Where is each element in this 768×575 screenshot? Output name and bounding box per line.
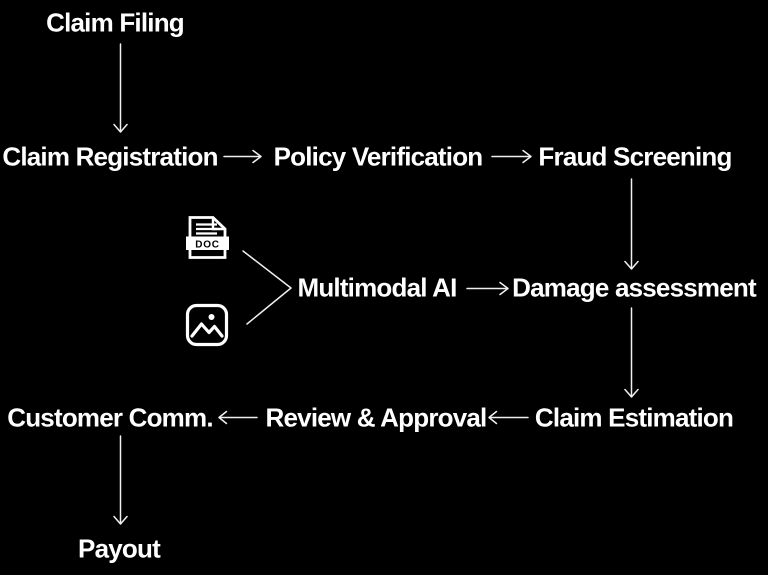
doc-badge (186, 236, 229, 250)
doc-file-icon: DOC (186, 216, 229, 259)
arrow-claim-filing-to-claim-registration (113, 43, 128, 133)
doc-badge-label: DOC (195, 239, 220, 250)
node-claim-filing: Claim Filing (46, 7, 185, 38)
arrow-review-approval-to-customer-comm (218, 410, 258, 425)
image-icon (185, 303, 229, 347)
arrow-fraud-screening-to-damage-assessment (624, 178, 639, 270)
arrow-multimodal-ai-to-damage-assessment (466, 281, 509, 296)
arrow-policy-verification-to-fraud-screening (491, 149, 532, 164)
node-customer-comm: Customer Comm. (7, 402, 213, 433)
merge-lines-inputs-to-multimodal-ai (242, 250, 292, 325)
arrow-damage-assessment-to-claim-estimation (624, 307, 639, 398)
arrow-claim-registration-to-policy-verification (223, 149, 262, 164)
node-damage-assessment: Damage assessment (512, 272, 756, 303)
node-fraud-screening: Fraud Screening (538, 141, 732, 172)
node-payout: Payout (78, 533, 161, 564)
arrow-customer-comm-to-payout (113, 435, 128, 525)
node-claim-estimation: Claim Estimation (534, 402, 734, 433)
node-review-approval: Review & Approval (265, 402, 488, 433)
node-policy-verification: Policy Verification (273, 141, 484, 172)
arrow-claim-estimation-to-review-approval (488, 410, 529, 425)
node-claim-registration: Claim Registration (2, 141, 218, 172)
node-multimodal-ai: Multimodal AI (297, 272, 457, 303)
